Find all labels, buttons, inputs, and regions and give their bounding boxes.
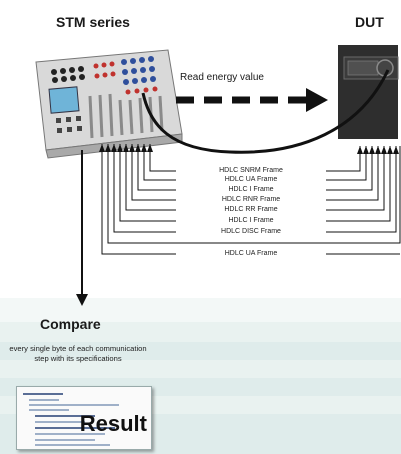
dut-device	[338, 45, 399, 139]
frame-label: HDLC RR Frame	[176, 206, 326, 214]
background-band	[0, 298, 401, 322]
stm-series-title: STM series	[56, 14, 130, 30]
frame-label: HDLC UA Frame	[176, 176, 326, 184]
result-label: Result	[79, 411, 147, 436]
frame-label: HDLC I Frame	[176, 217, 326, 225]
read-arrow-head	[306, 88, 328, 112]
frame-label: HDLC SNRM Frame	[176, 167, 326, 175]
compare-arrow-head	[76, 294, 88, 306]
optical-cable	[141, 69, 390, 154]
compare-title: Compare	[40, 316, 101, 332]
background-band	[0, 322, 401, 342]
result-document: Result	[16, 386, 152, 450]
stm-device	[35, 49, 183, 159]
read-energy-label: Read energy value	[180, 72, 264, 83]
frame-label: HDLC I Frame	[176, 186, 326, 194]
compare-description: every single byte of each communication …	[9, 344, 147, 363]
frame-label: HDLC RNR Frame	[176, 196, 326, 204]
background-band	[0, 342, 401, 360]
frame-label: HDLC DISC Frame	[176, 228, 326, 236]
background-band	[0, 360, 401, 378]
device-display	[48, 86, 80, 114]
dut-title: DUT	[355, 14, 384, 30]
frame-arrowheads	[99, 144, 399, 154]
frame-label: HDLC UA Frame	[176, 250, 326, 258]
